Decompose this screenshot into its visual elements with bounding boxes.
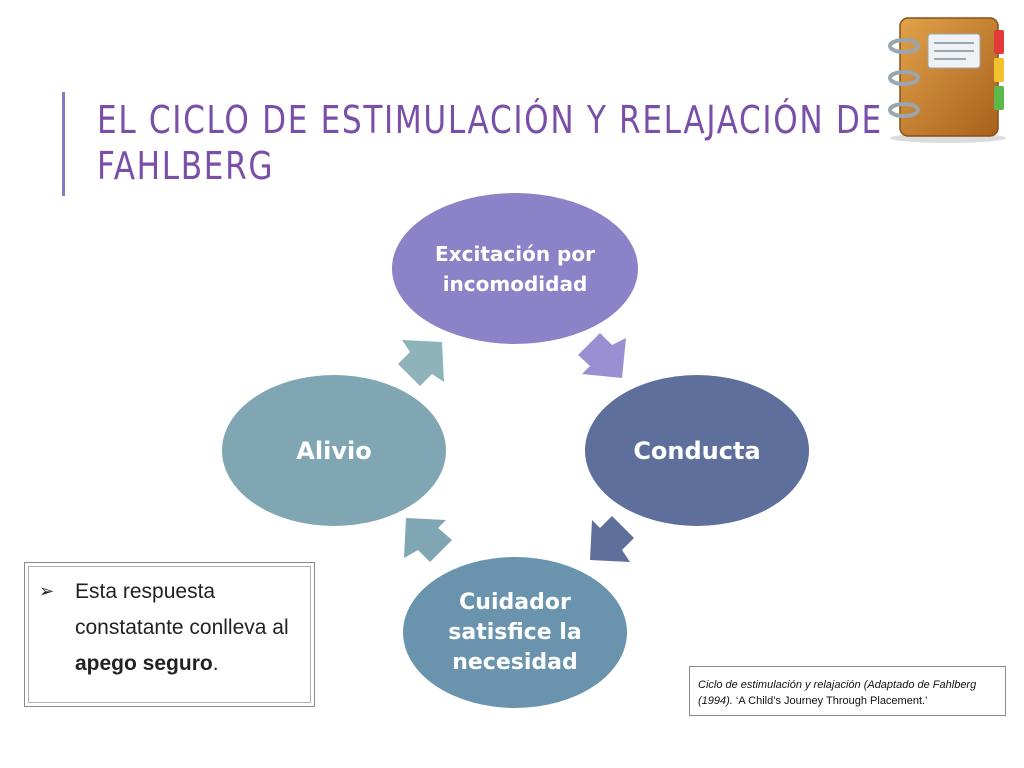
node-cuidador-line3: necesidad xyxy=(452,649,578,675)
note-box: ➢ Esta respuesta constatante conlleva al… xyxy=(24,562,315,707)
node-alivio-label: Alivio xyxy=(296,436,372,465)
node-conducta: Conducta xyxy=(585,375,809,526)
node-cuidador-line1: Cuidador xyxy=(459,589,571,615)
node-alivio: Alivio xyxy=(222,375,446,526)
arrow-cuidador-to-alivio xyxy=(404,518,452,562)
title-accent-bar xyxy=(62,92,65,196)
citation-normal: ‘A Child’s Journey Through Placement.’ xyxy=(732,695,928,707)
slide-title-line2: FAHLBERG xyxy=(97,144,275,188)
notebook-icon xyxy=(888,17,1006,143)
arrow-bullet-icon: ➢ xyxy=(39,581,55,601)
citation-italic: Ciclo de estimulación y relajación (Adap… xyxy=(698,679,977,707)
node-excitacion: Excitación por incomodidad xyxy=(392,193,638,344)
arrow-alivio-to-excitacion xyxy=(398,340,444,386)
note-text-bold: apego seguro xyxy=(75,652,213,675)
arrow-conducta-to-cuidador xyxy=(590,516,634,562)
node-cuidador-line2: satisfice la xyxy=(448,619,582,645)
citation-box: Ciclo de estimulación y relajación (Adap… xyxy=(689,666,1006,716)
node-excitacion-line1: Excitación por xyxy=(435,241,595,266)
note-text: Esta respuesta constatante conlleva al a… xyxy=(75,574,305,682)
arrow-excitacion-to-conducta xyxy=(578,333,626,378)
node-cuidador: Cuidador satisfice la necesidad xyxy=(403,557,627,708)
note-text-before: Esta respuesta constatante conlleva al xyxy=(75,580,289,639)
slide-title: EL CICLO DE ESTIMULACIÓN Y RELAJACIÓN DE… xyxy=(97,97,883,189)
node-conducta-label: Conducta xyxy=(633,436,761,465)
node-excitacion-line2: incomodidad xyxy=(442,271,588,296)
note-text-after: . xyxy=(212,652,219,675)
slide-title-line1: EL CICLO DE ESTIMULACIÓN Y RELAJACIÓN DE xyxy=(97,98,883,142)
